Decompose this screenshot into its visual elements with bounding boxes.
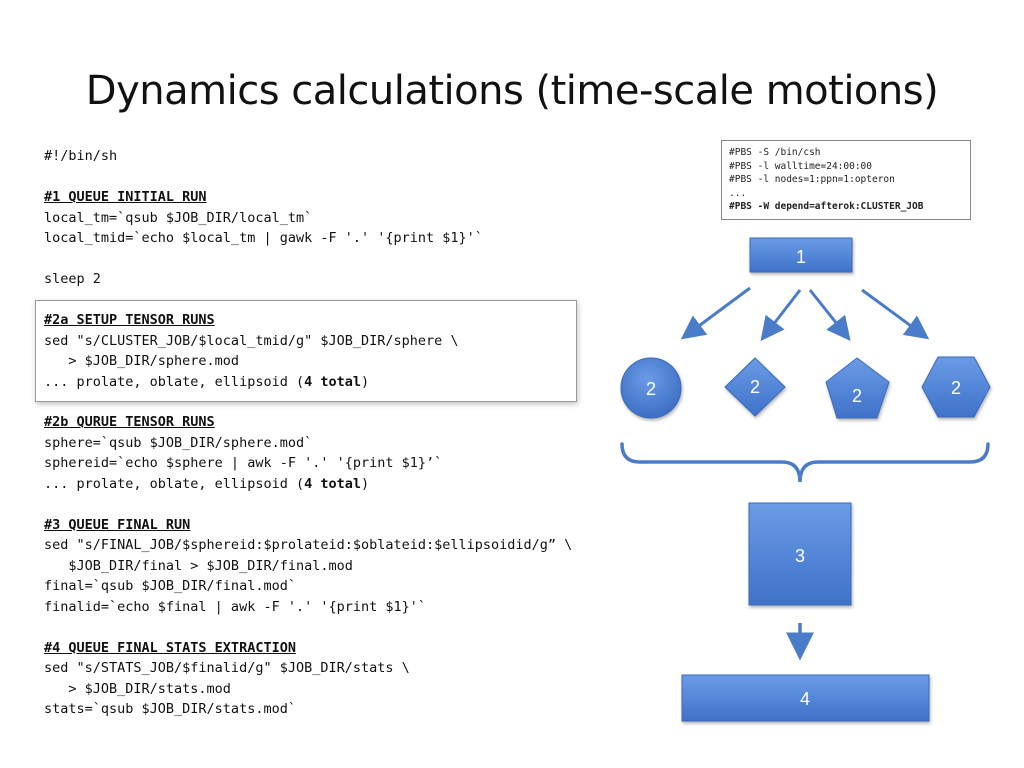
section-heading-4: #4 QUEUE FINAL STATS EXTRACTION bbox=[44, 639, 296, 656]
code-bold: 4 total bbox=[304, 475, 361, 492]
node-2b-label: 2 bbox=[750, 377, 760, 397]
node-3-label: 3 bbox=[795, 546, 805, 566]
flow-node-2a-circle bbox=[620, 357, 682, 419]
code-line: sed "s/CLUSTER_JOB/$local_tmid/g" $JOB_D… bbox=[44, 332, 459, 349]
pbs-line: ... bbox=[729, 187, 747, 199]
code-line: sed "s/FINAL_JOB/$sphereid:$prolateid:$o… bbox=[44, 537, 573, 553]
code-line: sphereid=`echo $sphere | awk -F '.' '{pr… bbox=[44, 455, 443, 471]
code-bold: 4 total bbox=[304, 373, 361, 390]
script-part-2: #2b QURUE TENSOR RUNS sphere=`qsub $JOB_… bbox=[44, 412, 572, 720]
code-line: finalid=`echo $final | awk -F '.' '{prin… bbox=[44, 598, 427, 615]
code-line: stats=`qsub $JOB_DIR/stats.mod` bbox=[44, 701, 296, 717]
arrow-1-to-2a bbox=[680, 286, 751, 340]
section-heading-3: #3 QUEUE FINAL RUN bbox=[44, 516, 191, 533]
pbs-line: #PBS -l walltime=24:00:00 bbox=[729, 160, 872, 172]
merge-brace bbox=[620, 442, 990, 483]
flow-node-2c-pentagon bbox=[825, 357, 890, 419]
flow-node-3 bbox=[748, 502, 852, 606]
script-part-2a: #2a SETUP TENSOR RUNS sed "s/CLUSTER_JOB… bbox=[44, 310, 459, 392]
code-line: ) bbox=[361, 373, 370, 390]
flow-node-2b-diamond bbox=[724, 357, 786, 417]
pbs-line-depend: #PBS -W depend=afterok:CLUSTER_JOB bbox=[729, 201, 924, 212]
code-line: ... prolate, oblate, ellipsoid ( bbox=[44, 475, 305, 492]
job-flow-diagram: 1 2 2 2 2 3 4 bbox=[620, 237, 991, 722]
slide-title: Dynamics calculations (time-scale motion… bbox=[85, 68, 939, 114]
code-line: > $JOB_DIR/stats.mod bbox=[44, 680, 231, 697]
pbs-line: #PBS -l nodes=1:ppn=1:opteron bbox=[729, 174, 895, 185]
section-heading-2b: #2b QURUE TENSOR RUNS bbox=[44, 414, 215, 430]
code-line: sleep 2 bbox=[44, 271, 101, 287]
code-line: local_tmid=`echo $local_tm | gawk -F '.'… bbox=[44, 230, 483, 246]
script-part-1: #!/bin/sh #1 QUEUE INITIAL RUN local_tm=… bbox=[44, 146, 483, 290]
code-line: sed "s/STATS_JOB/$finalid/g" $JOB_DIR/st… bbox=[44, 660, 410, 676]
node-2a-label: 2 bbox=[646, 379, 656, 399]
pbs-directives-box: #PBS -S /bin/csh #PBS -l walltime=24:00:… bbox=[721, 140, 971, 220]
node-4-label: 4 bbox=[800, 689, 810, 709]
code-line: sphere=`qsub $JOB_DIR/sphere.mod` bbox=[44, 434, 313, 451]
node-1-label: 1 bbox=[796, 247, 806, 267]
section-heading-1: #1 QUEUE INITIAL RUN bbox=[44, 189, 207, 205]
node-2c-label: 2 bbox=[852, 386, 862, 406]
code-line: local_tm=`qsub $JOB_DIR/local_tm` bbox=[44, 209, 313, 226]
code-line: final=`qsub $JOB_DIR/final.mod` bbox=[44, 578, 296, 594]
code-line: > $JOB_DIR/sphere.mod bbox=[44, 353, 240, 369]
code-line: ... prolate, oblate, ellipsoid ( bbox=[44, 373, 305, 390]
arrow-1-to-2d bbox=[861, 288, 930, 340]
flow-node-2d-hexagon bbox=[921, 356, 991, 418]
arrow-1-to-2b bbox=[760, 289, 802, 342]
node-2d-label: 2 bbox=[951, 378, 961, 398]
code-line: ) bbox=[361, 475, 370, 492]
pbs-line: #PBS -S /bin/csh bbox=[729, 147, 821, 158]
flow-node-1 bbox=[749, 237, 853, 273]
tensor-setup-box: #2a SETUP TENSOR RUNS sed "s/CLUSTER_JOB… bbox=[35, 300, 577, 402]
code-line: $JOB_DIR/final > $JOB_DIR/final.mod bbox=[44, 557, 353, 574]
code-line: #!/bin/sh bbox=[44, 148, 118, 164]
section-heading-2a: #2a SETUP TENSOR RUNS bbox=[44, 312, 215, 328]
arrow-1-to-2c bbox=[808, 289, 851, 342]
flow-node-4 bbox=[681, 674, 930, 722]
